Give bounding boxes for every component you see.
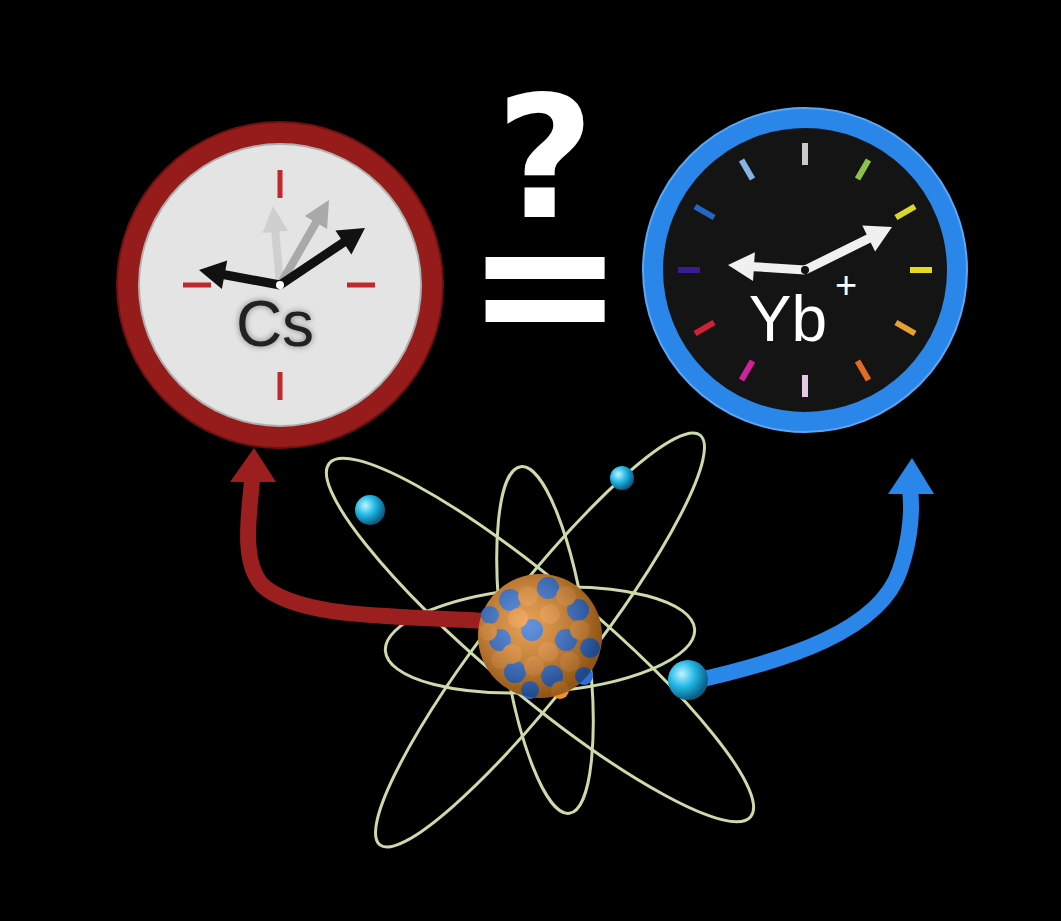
ion-charge: + xyxy=(835,266,857,304)
element-symbol: Yb xyxy=(749,287,827,351)
equals-sign: = xyxy=(465,190,624,380)
text-holder: = xyxy=(465,190,624,380)
text-holder: Cs xyxy=(236,292,314,356)
clock-outline xyxy=(640,105,970,435)
text-holder: + xyxy=(835,266,857,304)
clock-face: Yb+ xyxy=(640,105,970,435)
clock-outline xyxy=(115,120,445,450)
text-holder: Yb xyxy=(749,287,827,351)
clock-face: Cs xyxy=(115,120,445,450)
element-symbol: Cs xyxy=(236,292,314,356)
